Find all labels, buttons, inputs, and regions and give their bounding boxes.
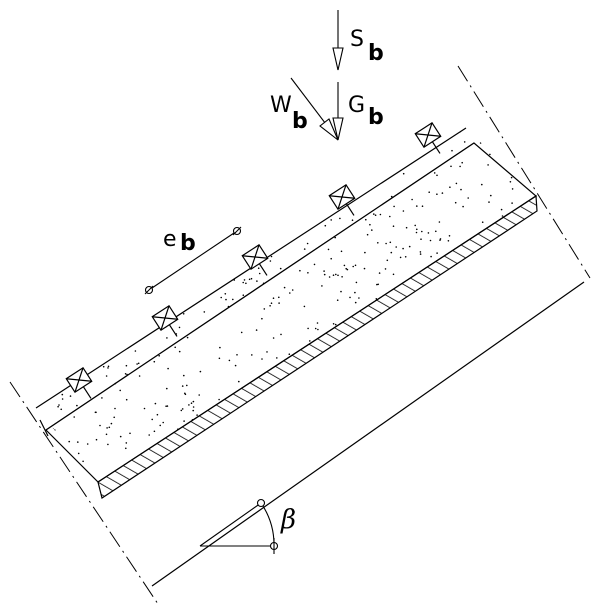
spacing-dimension-line (148, 230, 238, 291)
pitch-angle (199, 498, 279, 554)
wind-load-subscript: b (292, 109, 308, 134)
pitch-marker-top (256, 498, 266, 508)
snow-load-symbol: S (350, 27, 364, 52)
dead-load-symbol: G (348, 93, 365, 118)
board-end-tick (39, 419, 49, 437)
wind-load-symbol: W (270, 93, 292, 118)
spacing-subscript: b (180, 231, 196, 256)
batten (414, 122, 442, 154)
spacing-symbol: e (163, 227, 177, 252)
batten (65, 367, 93, 399)
spacing-dimension (144, 226, 242, 295)
snow-load-subscript: b (368, 41, 384, 66)
boundary-lines (9, 65, 591, 605)
pitch-angle-label: β (280, 505, 296, 535)
snow-load-label: S b (350, 27, 384, 66)
battens (65, 122, 442, 399)
bottom-edge-line (151, 281, 585, 587)
batten (151, 305, 179, 337)
dead-load-label: G b (348, 93, 384, 130)
wind-load-label: W b (270, 93, 308, 134)
left-boundary-line (9, 381, 159, 605)
right-boundary-line (457, 65, 591, 279)
pitch-slope-line (199, 502, 262, 547)
pitch-angle-arc (260, 502, 275, 547)
dead-load-subscript: b (368, 105, 384, 130)
batten (328, 184, 356, 216)
hatched-layer (97, 194, 538, 499)
insulation-layer (45, 142, 537, 483)
roof-layers (35, 127, 585, 587)
batten (241, 244, 269, 276)
spacing-label: e b (163, 227, 196, 256)
load-arrows (290, 10, 344, 141)
